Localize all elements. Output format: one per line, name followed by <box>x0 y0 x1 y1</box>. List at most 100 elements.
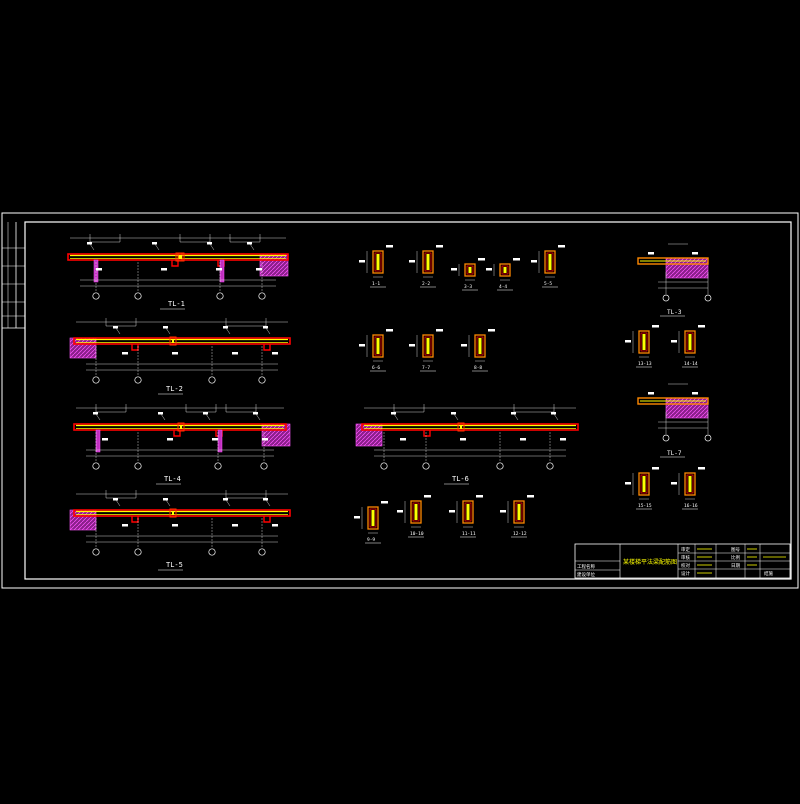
section-outline <box>474 334 486 358</box>
section-label: 10-10 <box>410 531 424 537</box>
section-note-mark <box>488 329 495 332</box>
section-rebar <box>468 267 472 273</box>
note-text-mark <box>263 498 268 501</box>
beam-label-tl-2: TL-2 <box>166 385 183 393</box>
cross-section-13: 13-13 <box>625 325 659 368</box>
section-outline <box>544 250 556 274</box>
leader-line <box>209 243 215 251</box>
note-text-mark <box>223 326 228 329</box>
dim-text-mark <box>122 524 128 527</box>
beam-elevation-tl-4 <box>73 404 291 470</box>
grid-axis-bubble <box>214 462 222 470</box>
note-text-mark <box>391 412 396 415</box>
note-text-mark <box>113 326 118 329</box>
title-block-caption-project: 工程名称 <box>577 563 595 570</box>
dim-text-mark <box>460 438 466 441</box>
beam-marker-core <box>172 339 174 343</box>
dim-text-mark <box>560 438 566 441</box>
dim-text-mark <box>232 524 238 527</box>
cross-section-8: 8-8 <box>461 329 495 372</box>
leader-line <box>249 243 255 251</box>
dim-text-mark <box>256 268 262 271</box>
note-text-mark <box>113 498 118 501</box>
beam-marker-core <box>178 255 180 259</box>
grid-axis-bubble <box>258 376 266 384</box>
note-text-mark <box>511 412 516 415</box>
beam-elevation-tl-5 <box>69 490 291 556</box>
leader-line <box>89 243 95 251</box>
section-label: 9-9 <box>367 537 375 543</box>
section-outline <box>499 263 511 277</box>
leader-line <box>393 413 399 421</box>
leader-line <box>255 413 261 421</box>
section-outline <box>422 250 434 274</box>
leader-line <box>265 327 271 335</box>
column-stub <box>95 429 101 453</box>
cross-section-15: 15-15 <box>625 467 659 510</box>
section-note-mark <box>451 268 457 271</box>
section-outline <box>372 250 384 274</box>
note-text-mark <box>648 252 654 255</box>
grid-axis-bubble <box>546 462 554 470</box>
binding-strip <box>2 222 25 329</box>
section-note-mark <box>386 329 393 332</box>
beam-marker <box>457 422 465 432</box>
section-outline <box>638 330 650 354</box>
section-label: 3-3 <box>464 284 472 290</box>
grid-axis-bubble <box>260 462 268 470</box>
grid-axis-bubble <box>208 376 216 384</box>
note-text-mark <box>247 242 252 245</box>
beam-label-tl-4: TL-4 <box>164 475 181 483</box>
grid-axis-bubble <box>134 548 142 556</box>
leader-line <box>160 413 166 421</box>
dim-text-mark <box>172 524 178 527</box>
beam-marker-core <box>180 425 182 429</box>
grid-axis-bubble <box>258 548 266 556</box>
dim-text-mark <box>262 438 268 441</box>
grid-axis-bubble <box>92 292 100 300</box>
grid-axis-bubble <box>134 292 142 300</box>
grid-axis-bubble <box>92 548 100 556</box>
section-label: 13-13 <box>638 361 652 367</box>
beam-drop <box>173 430 181 437</box>
dim-text-mark <box>172 352 178 355</box>
section-note-mark <box>461 344 467 347</box>
note-text-mark <box>158 412 163 415</box>
beam-drop <box>131 344 139 351</box>
section-outline <box>684 472 696 496</box>
note-text-mark <box>451 412 456 415</box>
beam-drop <box>423 430 431 437</box>
title-cell-date: 日期 <box>731 563 740 569</box>
leader-line <box>115 499 121 507</box>
note-text-mark <box>551 412 556 415</box>
section-label: 7-7 <box>422 365 430 371</box>
leader-line <box>513 413 519 421</box>
section-note-mark <box>671 340 677 343</box>
section-note-mark <box>698 467 705 470</box>
dim-text-mark <box>161 268 167 271</box>
beam-elevation-tl-2 <box>69 318 291 384</box>
section-note-mark <box>476 495 483 498</box>
note-text-mark <box>648 392 654 395</box>
dim-text-mark <box>122 352 128 355</box>
leader-line <box>265 499 271 507</box>
beam-label-tl-6: TL-6 <box>452 475 469 483</box>
support-hatch <box>355 423 383 447</box>
beam-outline <box>73 337 291 345</box>
cantilever-detail-tl-7 <box>637 383 712 442</box>
dim-text-mark <box>96 268 102 271</box>
section-label: 2-2 <box>422 281 430 287</box>
section-label: 12-12 <box>513 531 527 537</box>
cross-section-4: 4-4 <box>486 258 520 291</box>
section-note-mark <box>359 344 365 347</box>
column-stub <box>217 429 223 453</box>
dim-text-mark <box>102 438 108 441</box>
section-note-mark <box>625 340 631 343</box>
leader-line <box>225 327 231 335</box>
leader-line <box>165 327 171 335</box>
cross-section-7: 7-7 <box>409 329 443 372</box>
cantilever-body <box>637 257 709 265</box>
section-note-mark <box>513 258 520 261</box>
section-note-mark <box>625 482 631 485</box>
dim-text-mark <box>212 438 218 441</box>
